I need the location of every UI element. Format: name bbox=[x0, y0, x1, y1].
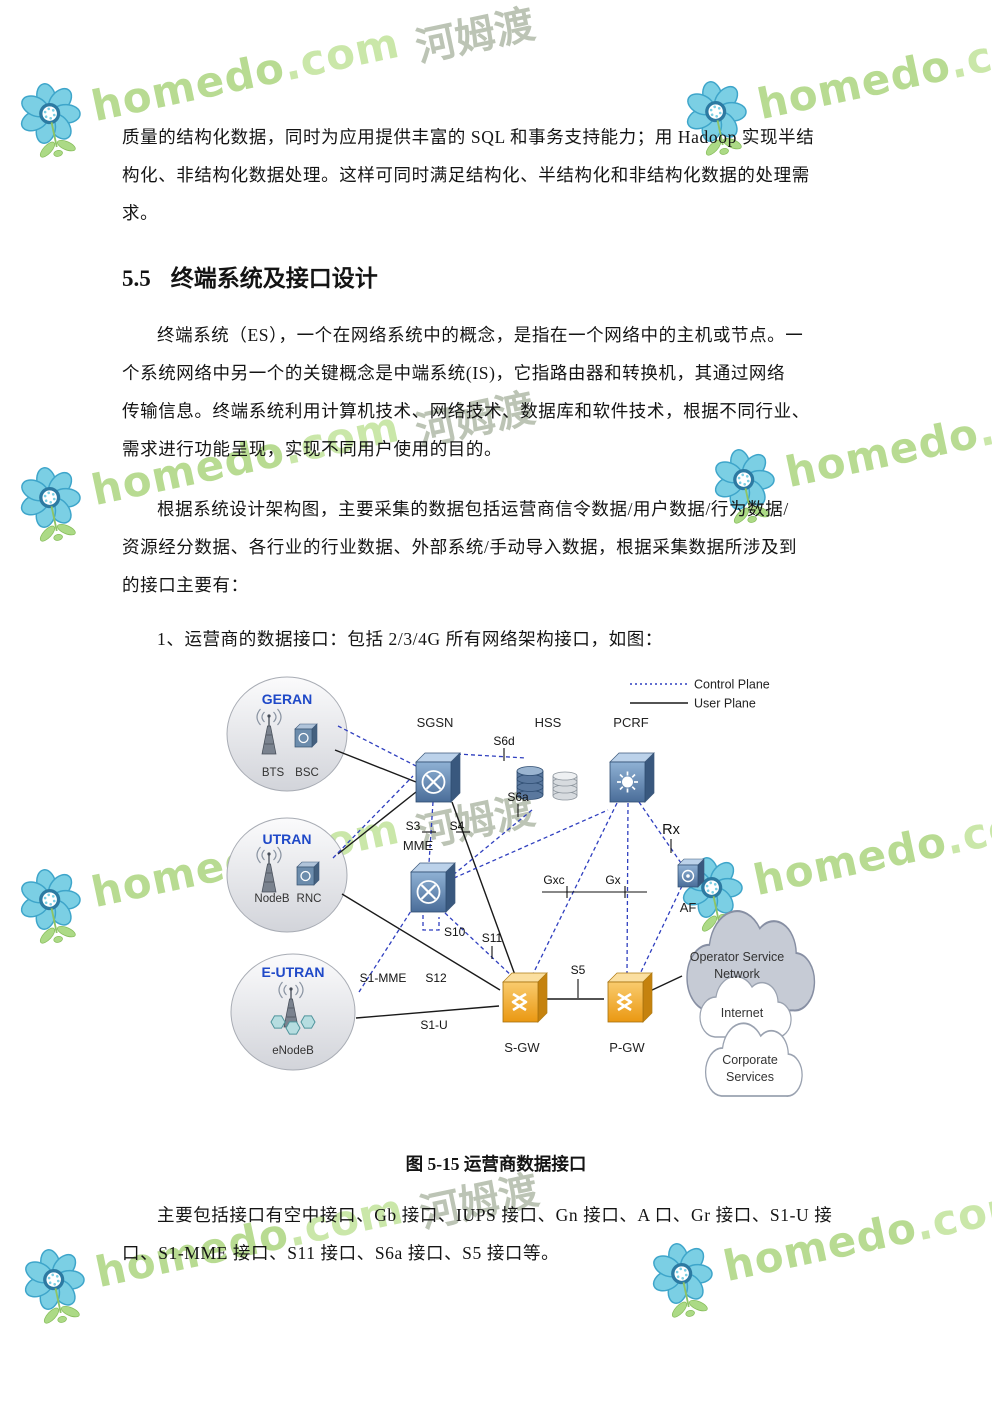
text-line: 质量的结构化数据，同时为应用提供丰富的 SQL 和事务支持能力；用 Hadoop… bbox=[122, 127, 815, 147]
sgsn-label: SGSN bbox=[417, 715, 454, 730]
interface-s1u: S1-U bbox=[420, 1018, 447, 1032]
geran-label: GERAN bbox=[262, 691, 313, 707]
enodeb-cell-hexagon-icon bbox=[285, 1021, 301, 1035]
operator-service-label-line2: Network bbox=[714, 967, 761, 981]
text-line: 终端系统（ES），一个在网络系统中的概念，是指在一个网络中的主机或节点。一 bbox=[157, 325, 804, 345]
text-line: 构化、非结构化数据处理。这样可同时满足结构化、半结构化和非结构化数据的处理需 bbox=[122, 165, 810, 185]
interface-labels: S6d S6a S3 S4 S10 S11 S1-MME S12 S1-U S5… bbox=[360, 734, 681, 1032]
nodeb-label: NodeB bbox=[254, 893, 289, 905]
interface-s1mme: S1-MME bbox=[360, 971, 407, 985]
bts-label: BTS bbox=[262, 767, 285, 779]
interface-s5: S5 bbox=[571, 963, 586, 977]
enodeb-cell-hexagon-icon bbox=[270, 1015, 286, 1029]
paragraph-intro: 质量的结构化数据，同时为应用提供丰富的 SQL 和事务支持能力；用 Hadoop… bbox=[122, 118, 874, 232]
cloud-labels: Operator Service Network Internet Corpor… bbox=[690, 950, 785, 1084]
enodeb-label: eNodeB bbox=[272, 1045, 314, 1057]
sgw-label: S-GW bbox=[504, 1040, 540, 1055]
rnc-label: RNC bbox=[297, 893, 322, 905]
text-line: 需求进行功能呈现，实现不同用户使用的目的。 bbox=[122, 439, 503, 459]
corporate-label-line1: Corporate bbox=[722, 1053, 778, 1067]
operator-service-label-line1: Operator Service bbox=[690, 950, 785, 964]
text-line: 个系统网络中另一个的关键概念是中端系统(IS)，它指路由器和转换机，其通过网络 bbox=[122, 363, 786, 383]
pgw-label: P-GW bbox=[609, 1040, 645, 1055]
enodeb-cell-hexagon-icon bbox=[300, 1015, 316, 1029]
af-box-icon bbox=[677, 858, 705, 888]
text-line: 1、运营商的数据接口：包括 2/3/4G 所有网络架构接口，如图： bbox=[157, 629, 663, 649]
interface-s6a: S6a bbox=[507, 790, 529, 804]
text-line: 主要包括接口有空中接口、Gb 接口、IUPS 接口、Gn 接口、A 口、Gr 接… bbox=[157, 1205, 833, 1225]
rnc-box-icon bbox=[296, 861, 320, 886]
eutran-label: E-UTRAN bbox=[262, 964, 325, 980]
section-title: 终端系统及接口设计 bbox=[170, 266, 378, 291]
bsc-box-icon bbox=[294, 723, 318, 748]
bsc-label: BSC bbox=[295, 767, 319, 779]
paragraph-interface-list: 主要包括接口有空中接口、Gb 接口、IUPS 接口、Gn 接口、A 口、Gr 接… bbox=[122, 1196, 874, 1272]
paragraph-terminal-system: 终端系统（ES），一个在网络系统中的概念，是指在一个网络中的主机或节点。一 个系… bbox=[122, 316, 874, 468]
mme-label: MME bbox=[403, 838, 434, 853]
interface-s6d: S6d bbox=[493, 734, 514, 748]
paragraph-operator-interface: 1、运营商的数据接口：包括 2/3/4G 所有网络架构接口，如图： bbox=[122, 620, 874, 658]
mme-router-icon bbox=[409, 861, 457, 914]
control-plane-lines bbox=[332, 725, 683, 993]
pgw-gateway-icon bbox=[606, 971, 654, 1024]
text-line: 求。 bbox=[122, 203, 159, 223]
corporate-label-line2: Services bbox=[726, 1070, 774, 1084]
text-line: 资源经分数据、各行业的行业数据、外部系统/手动导入数据，根据采集数据所涉及到 bbox=[122, 537, 798, 557]
interface-gxc: Gxc bbox=[543, 873, 564, 887]
text-line: 口、S1-MME 接口、S11 接口、S6a 接口、S5 接口等。 bbox=[122, 1243, 560, 1263]
utran-label: UTRAN bbox=[263, 831, 312, 847]
interface-s4: S4 bbox=[450, 819, 465, 833]
text-line: 的接口主要有： bbox=[122, 575, 249, 595]
section-heading: 5.5 终端系统及接口设计 bbox=[122, 262, 378, 296]
pcrf-label: PCRF bbox=[613, 715, 648, 730]
geran-group-ellipse bbox=[226, 676, 348, 792]
sgsn-router-icon bbox=[414, 751, 462, 804]
text-line: 传输信息。终端系统利用计算机技术、网络技术、数据库和软件技术，根据不同行业、 bbox=[122, 401, 810, 421]
af-label: AF bbox=[680, 900, 697, 915]
section-number: 5.5 bbox=[122, 266, 151, 291]
internet-label: Internet bbox=[721, 1006, 764, 1020]
legend-control-label: Control Plane bbox=[694, 678, 770, 692]
interface-ticks bbox=[422, 748, 672, 998]
utran-group-ellipse bbox=[226, 817, 348, 933]
interface-s3: S3 bbox=[406, 819, 421, 833]
figure-caption: 图 5-15 运营商数据接口 bbox=[405, 1154, 587, 1174]
legend-user-label: User Plane bbox=[694, 697, 756, 711]
interface-s10: S10 bbox=[444, 925, 466, 939]
paragraph-data-collection: 根据系统设计架构图，主要采集的数据包括运营商信令数据/用户数据/行为数据/ 资源… bbox=[122, 490, 874, 604]
user-plane-lines bbox=[334, 749, 683, 1019]
diagram-legend: Control Plane User Plane bbox=[630, 678, 770, 711]
interface-s11: S11 bbox=[482, 931, 503, 945]
pcrf-router-icon bbox=[609, 752, 655, 803]
figure-network-architecture: Control Plane User Plane GERAN BTS BSC U… bbox=[170, 662, 818, 1134]
interface-rx: Rx bbox=[662, 822, 680, 838]
text-line: 根据系统设计架构图，主要采集的数据包括运营商信令数据/用户数据/行为数据/ bbox=[157, 499, 789, 519]
interface-s12: S12 bbox=[425, 971, 447, 985]
interface-gx: Gx bbox=[605, 873, 620, 887]
service-clouds bbox=[685, 910, 816, 1097]
network-diagram: Control Plane User Plane GERAN BTS BSC U… bbox=[226, 676, 816, 1097]
sgw-gateway-icon bbox=[501, 971, 549, 1024]
hss-label: HSS bbox=[535, 715, 562, 730]
